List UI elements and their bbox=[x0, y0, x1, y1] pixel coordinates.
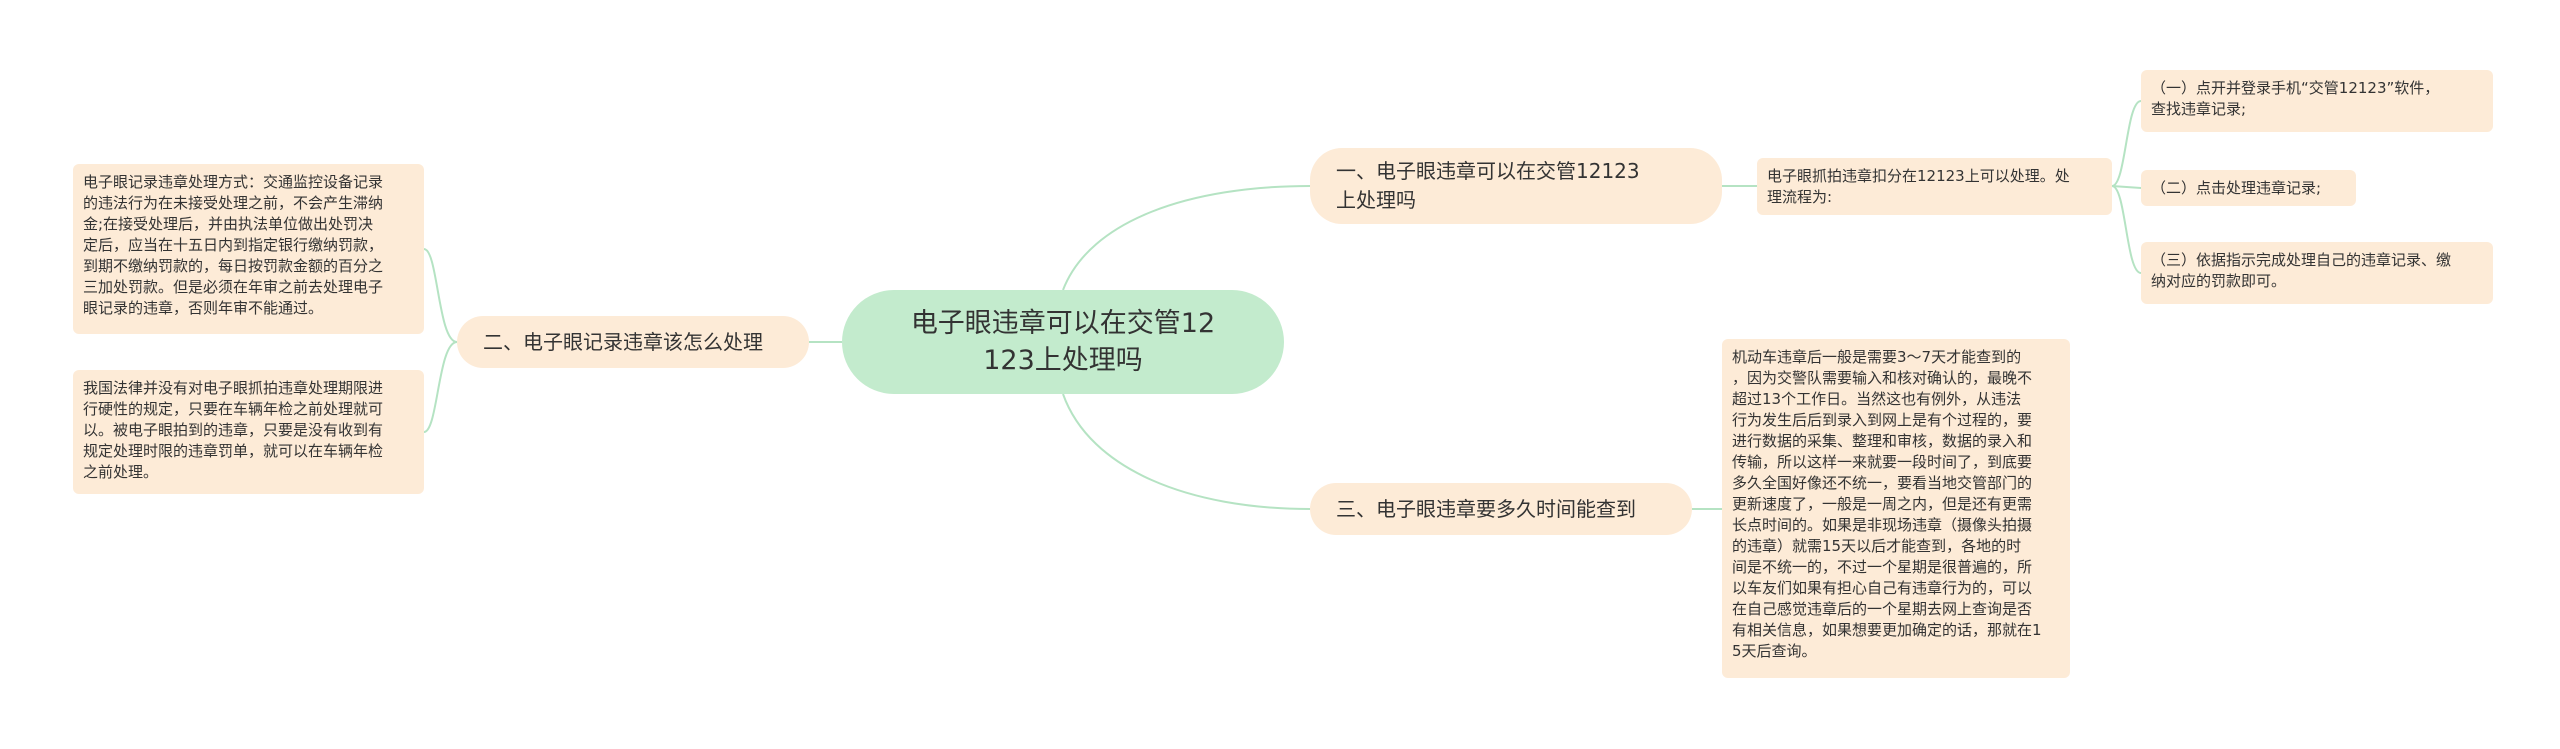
branch-topic-3[interactable]: 三、电子眼违章要多久时间能查到 bbox=[1310, 483, 1692, 535]
root-topic[interactable]: 电子眼违章可以在交管12 123上处理吗 bbox=[842, 290, 1284, 394]
branch-topic-1[interactable]: 一、电子眼违章可以在交管12123 上处理吗 bbox=[1310, 148, 1722, 224]
branch-topic-3-text: 三、电子眼违章要多久时间能查到 bbox=[1336, 496, 1636, 521]
link-root-b1 bbox=[1062, 185, 1311, 291]
leaf-step-2[interactable]: （二）点击处理违章记录; bbox=[2141, 170, 2356, 206]
link-b1leaf-t2 bbox=[2111, 185, 2142, 189]
root-topic-text: 电子眼违章可以在交管12 123上处理吗 bbox=[910, 308, 1216, 376]
leaf-step-3[interactable]: （三）依据指示完成处理自己的违章记录、缴 纳对应的罚款即可。 bbox=[2141, 242, 2493, 304]
leaf-b3-timing[interactable]: 机动车违章后一般是需要3～7天才能查到的 ，因为交警队需要输入和核对确认的，最晚… bbox=[1722, 339, 2070, 678]
link-b1leaf-t3 bbox=[2111, 185, 2142, 274]
branch-topic-2[interactable]: 二、电子眼记录违章该怎么处理 bbox=[457, 316, 809, 368]
leaf-b2-deadline[interactable]: 我国法律并没有对电子眼抓拍违章处理期限进 行硬性的规定，只要在车辆年检之前处理就… bbox=[73, 370, 424, 494]
leaf-b1-process[interactable]: 电子眼抓拍违章扣分在12123上可以处理。处 理流程为: bbox=[1757, 158, 2112, 215]
branch-topic-1-text: 一、电子眼违章可以在交管12123 上处理吗 bbox=[1336, 159, 1640, 212]
leaf-b2-handling[interactable]: 电子眼记录违章处理方式：交通监控设备记录 的违法行为在未接受处理之前，不会产生滞… bbox=[73, 164, 424, 334]
link-root-b3 bbox=[1062, 393, 1311, 510]
link-b2-a bbox=[423, 248, 458, 343]
branch-topic-2-text: 二、电子眼记录违章该怎么处理 bbox=[483, 329, 763, 354]
link-b1leaf-t1 bbox=[2111, 100, 2142, 187]
link-b2-b bbox=[423, 341, 458, 433]
leaf-step-1[interactable]: （一）点开并登录手机“交管12123”软件， 查找违章记录; bbox=[2141, 70, 2493, 132]
